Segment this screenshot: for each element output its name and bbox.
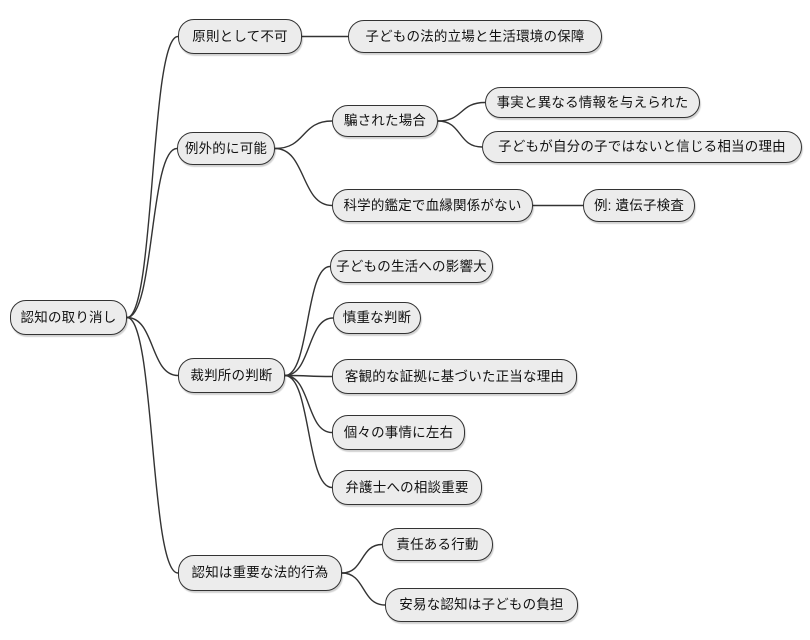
node-sekinin: 責任ある行動: [382, 528, 493, 561]
edge-root-saibansho: [126, 316, 179, 377]
edge-reigai-kagaku: [274, 147, 333, 207]
node-gensoku: 原則として不可: [178, 19, 302, 54]
node-anni: 安易な認知は子どもの負担: [385, 588, 578, 622]
node-damasareta: 騙された場合: [332, 105, 438, 137]
edge-ninchi-anni: [341, 572, 386, 606]
node-shincho: 慎重な判断: [333, 302, 421, 334]
edge-root-ninchi: [126, 316, 179, 574]
edge-saibansho-eikyo: [284, 265, 331, 377]
edge-saibansho-koko: [284, 374, 333, 434]
node-saibansho: 裁判所の判断: [178, 358, 285, 393]
node-hosho: 子どもの法的立場と生活環境の保障: [348, 20, 602, 53]
edge-damasareta-shinjiru: [437, 120, 483, 148]
node-eikyo: 子どもの生活への影響大: [330, 250, 493, 283]
node-idenshi: 例: 遺伝子検査: [583, 189, 695, 222]
edge-damasareta-jijitsu: [437, 101, 486, 122]
node-reigai: 例外的に可能: [177, 132, 275, 165]
node-jijitsu: 事実と異なる情報を与えられた: [485, 87, 700, 118]
node-kagaku: 科学的鑑定で血縁関係がない: [332, 189, 533, 222]
edge-saibansho-kyakkan: [284, 374, 333, 378]
node-bengoshi: 弁護士への相談重要: [332, 470, 482, 505]
edge-root-gensoku: [126, 35, 179, 319]
edge-saibansho-bengoshi: [284, 374, 333, 489]
edge-ninchi-sekinin: [341, 543, 383, 574]
edge-root-reigai: [126, 147, 178, 319]
node-shinjiru: 子どもが自分の子ではないと信じる相当の理由: [482, 131, 802, 163]
edge-reigai-damasareta: [274, 120, 333, 150]
node-ninchi: 認知は重要な法的行為: [178, 555, 342, 591]
node-kyakkan: 客観的な証拠に基づいた正当な理由: [332, 359, 577, 394]
node-root: 認知の取り消し: [10, 300, 127, 335]
edge-saibansho-shincho: [284, 317, 334, 377]
node-koko: 個々の事情に左右: [332, 415, 465, 450]
